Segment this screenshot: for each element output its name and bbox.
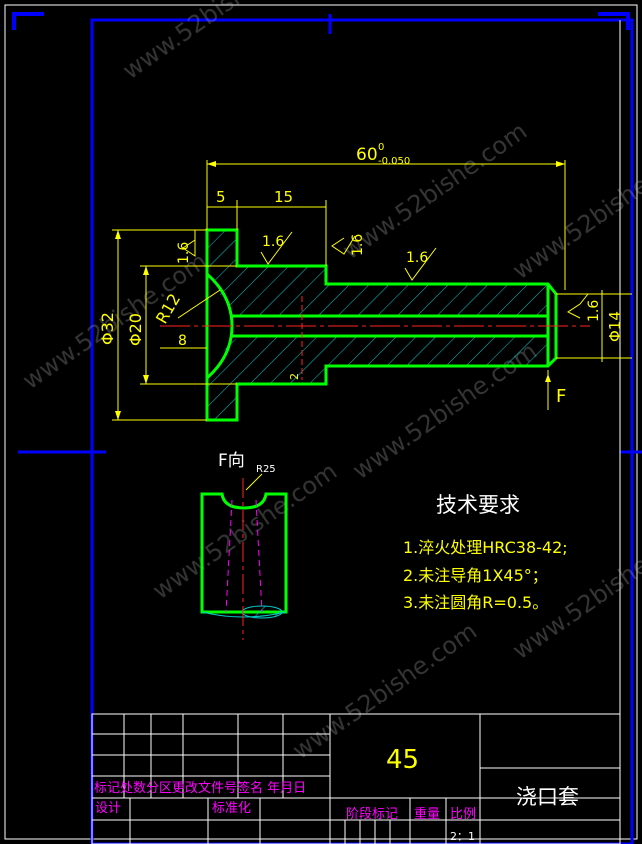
roughness-value: 1.6: [262, 234, 284, 250]
dimensions: [112, 160, 632, 421]
note-item: 2.未注导角1X45°；: [403, 566, 548, 585]
note-item: 3.未注圆角R=0.5。: [403, 593, 548, 612]
roughness-labels: 1.6 1.6 1.6 1.6 1.6: [176, 234, 602, 322]
dim-diameter-bore: Φ20: [126, 313, 145, 346]
dim-diameter-flange: Φ32: [98, 312, 117, 345]
outer-border: [4, 4, 642, 844]
note-item: 1.淬火处理HRC38-42;: [403, 538, 568, 557]
roughness-value: 1.6: [586, 300, 602, 322]
scale-label: 比例: [450, 807, 476, 822]
dim-cup-depth: 8: [178, 333, 187, 349]
roughness-value: 1.6: [406, 250, 428, 266]
part-name: 浇口套: [516, 785, 579, 809]
watermark-text: www.52bishe.com: [147, 457, 342, 605]
watermark-text: www.52bishe.com: [507, 137, 642, 285]
notes-title: 技术要求: [436, 493, 520, 517]
watermark-text: www.52bishe.com: [337, 117, 532, 265]
roughness-symbols: [182, 230, 589, 319]
dim-hole: 2: [288, 373, 301, 380]
watermark-text: www.52bishe.com: [287, 617, 482, 765]
section-hatch: [207, 336, 548, 420]
detail-view-f: [200, 473, 288, 640]
detail-title: F向: [218, 451, 245, 471]
design-label: 设计: [95, 801, 121, 816]
watermark-text: www.52bishe.com: [117, 0, 312, 85]
revision-header: 标记处数分区更改文件号签名 年月日: [94, 780, 306, 796]
weight-label: 重量: [414, 806, 440, 822]
dim-overall-length: 60: [356, 145, 378, 165]
dim-flange-thickness: 5: [216, 188, 226, 206]
roughness-value: 1.6: [176, 242, 192, 264]
dimension-arrows: [115, 161, 565, 420]
dim-tol-lower: -0.050: [378, 156, 410, 167]
detail-labels: F向 R25: [218, 451, 276, 475]
material-value: 45: [386, 745, 419, 775]
dim-step-length: 15: [274, 188, 293, 206]
part-section-view: [160, 228, 590, 422]
title-block-text: 45 浇口套 标记处数分区更改文件号签名 年月日 设计 标准化 阶段标记 重量 …: [94, 745, 579, 843]
dim-tol-upper: 0: [378, 142, 384, 153]
detail-radius: R25: [256, 464, 276, 475]
part-outline: [205, 228, 558, 422]
dimension-labels: 60 0 -0.050 5 15 Φ32 Φ20 R12 8 Φ14 2 F: [98, 142, 624, 407]
detail-outline: [200, 492, 288, 614]
standardization-label: 标准化: [212, 801, 251, 816]
technical-notes: 技术要求 1.淬火处理HRC38-42; 2.未注导角1X45°； 3.未注圆角…: [403, 493, 568, 612]
stage-label: 阶段标记: [346, 807, 398, 822]
scale-value: 2：1: [450, 830, 475, 843]
title-block: [91, 713, 621, 844]
roughness-value: 1.6: [350, 234, 366, 256]
section-hatch: [207, 230, 548, 316]
dim-diameter-end: Φ14: [606, 311, 624, 342]
view-label-f: F: [556, 386, 566, 407]
